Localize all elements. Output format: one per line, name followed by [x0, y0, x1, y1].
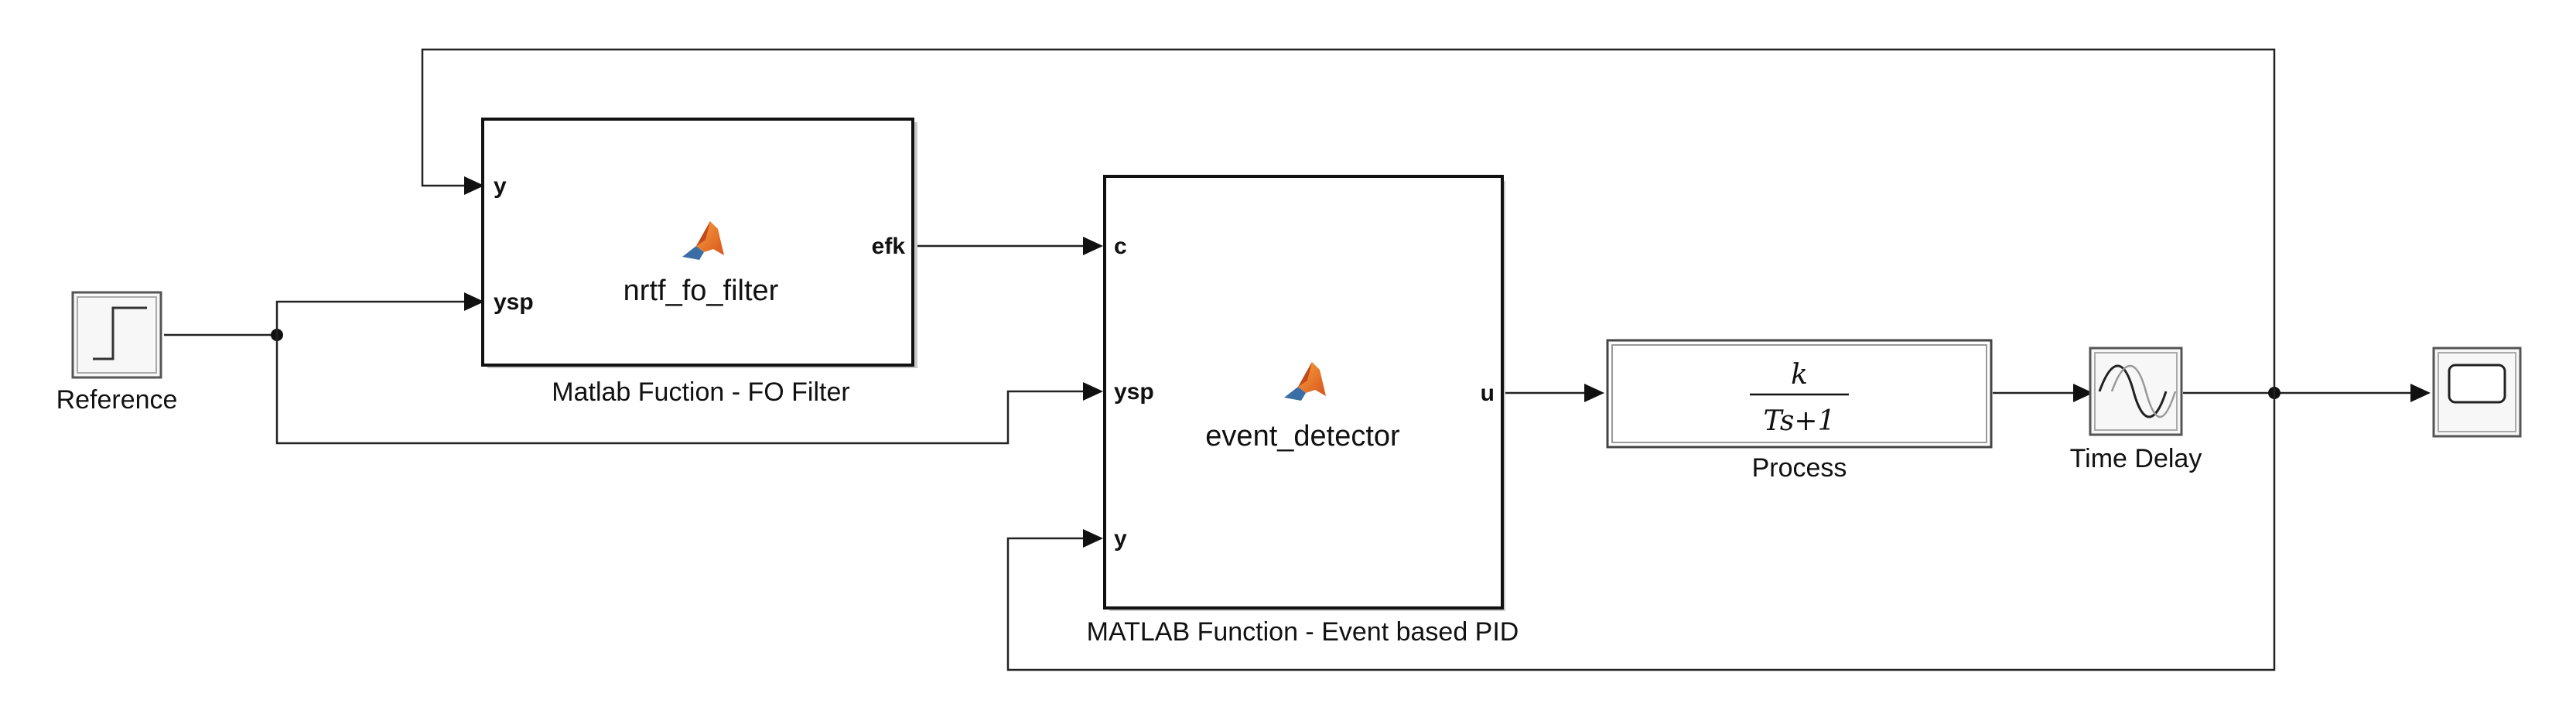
- step-icon: [93, 306, 147, 360]
- process-numerator: k: [1791, 359, 1808, 391]
- event-pid-port-u: u: [1481, 381, 1495, 406]
- fo-filter-port-ysp: ysp: [494, 289, 534, 315]
- reference-label: Reference: [56, 385, 178, 415]
- arrowhead-pid-ysp: [1083, 382, 1103, 401]
- process-denominator: Ts+1: [1764, 405, 1836, 437]
- fo-filter-block[interactable]: nrtf_fo_filter y ysp efk: [481, 118, 917, 368]
- arrowhead-process-in: [1584, 384, 1604, 402]
- event-pid-port-y: y: [1114, 526, 1127, 552]
- arrowhead-filter-y: [464, 176, 484, 195]
- event-pid-block[interactable]: event_detector c ysp y u: [1103, 175, 1505, 611]
- fo-filter-function-name: nrtf_fo_filter: [624, 275, 779, 307]
- event-pid-function-name: event_detector: [1205, 420, 1400, 452]
- wire-feedback-to-pid-y: [1006, 393, 2276, 671]
- reference-step-block[interactable]: [71, 291, 162, 379]
- arrowhead-pid-c: [1083, 237, 1103, 255]
- event-pid-caption: MATLAB Function - Event based PID: [1087, 617, 1519, 647]
- arrowhead-pid-y: [1083, 529, 1103, 548]
- fo-filter-port-y: y: [494, 173, 507, 199]
- process-caption: Process: [1752, 453, 1847, 483]
- fo-filter-caption: Matlab Fuction - FO Filter: [552, 377, 849, 407]
- wire-ref-to-pid-ysp: [275, 335, 1083, 445]
- event-pid-port-ysp: ysp: [1114, 379, 1154, 405]
- process-transfer-fcn-block[interactable]: k Ts+1: [1606, 339, 1993, 449]
- fo-filter-port-efk: efk: [872, 234, 906, 259]
- arrowhead-filter-ysp: [464, 292, 484, 311]
- delay-wave-shifted-icon: [2110, 365, 2177, 418]
- time-delay-block[interactable]: [2089, 347, 2183, 436]
- event-pid-port-c: c: [1114, 234, 1127, 259]
- delay-wave-icon: [2098, 364, 2168, 418]
- arrowhead-scope-in: [2410, 384, 2431, 402]
- wire-feedback-to-filter-y: [421, 48, 2276, 393]
- time-delay-caption: Time Delay: [2070, 444, 2202, 473]
- scope-block[interactable]: [2432, 347, 2522, 438]
- wire-ref-to-filter-ysp: [275, 300, 464, 335]
- arrowhead-delay-in: [2073, 384, 2093, 402]
- scope-screen-icon: [2448, 364, 2506, 404]
